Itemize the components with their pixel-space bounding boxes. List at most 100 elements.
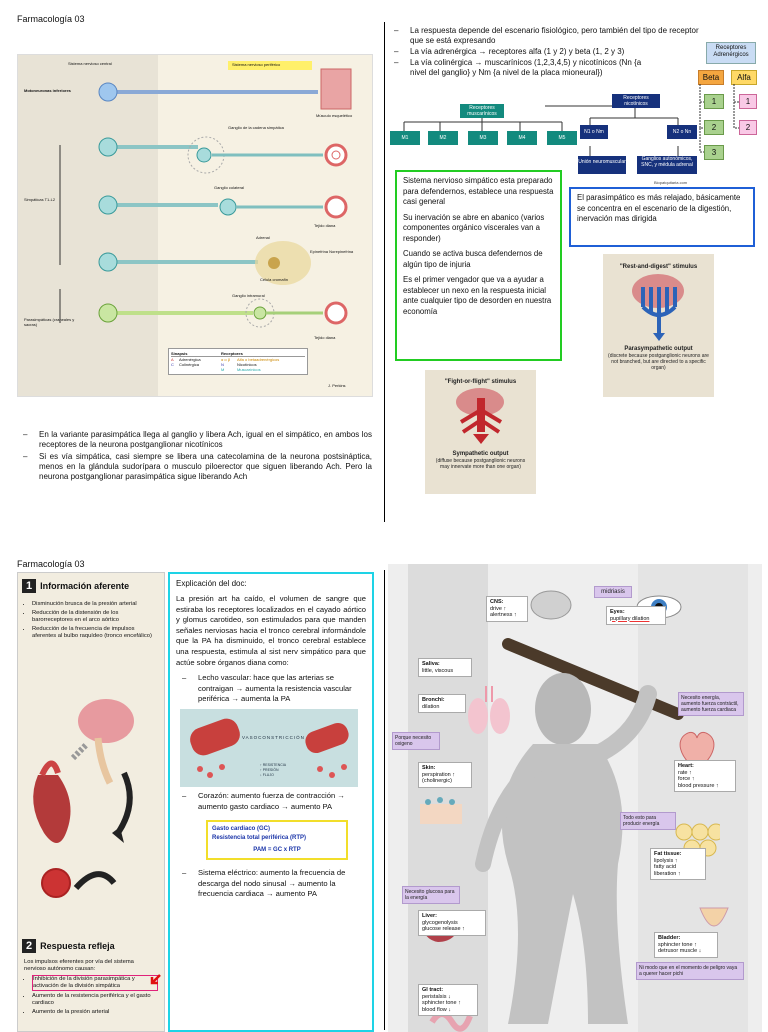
skin-icon — [420, 797, 462, 824]
section-1-title: Información aferente — [40, 581, 130, 591]
snp-label: Sistema nervioso periférico — [232, 62, 281, 67]
page-1: Farmacología 03 — [0, 0, 768, 540]
m3: M3 — [468, 131, 498, 145]
eyes-label: Eyes:pupillary dilation — [606, 606, 666, 625]
sympathetic-effects-illustration: midriasis CNS:drive ↑alertness ↑ Eyes:pu… — [388, 564, 762, 1032]
saliva-label: Saliva:little, viscous — [418, 658, 472, 677]
right-bullets: La respuesta depende del escenario fisio… — [388, 26, 708, 78]
green-note: Cuando se activa busca defendernos de al… — [403, 249, 543, 269]
adrenal-label: Adrenal — [256, 235, 270, 240]
autonomic-diagram: Sistema nervioso central Sistema nervios… — [17, 54, 373, 397]
list-item: Reducción de la distensión de los barorr… — [32, 610, 152, 624]
receptor-title: Receptores Adrenérgicos — [706, 42, 756, 64]
collateral-label: Ganglio colateral — [214, 185, 245, 190]
legend-row: M Muscarínicos — [221, 367, 261, 372]
list-item: Reducción de la frecuencia de impulsos a… — [32, 626, 152, 640]
energy-note: Necesito energía, aumento fuerza contrác… — [678, 692, 744, 716]
formula-box: Gasto cardiaco (GC) Resistencia total pe… — [206, 820, 348, 861]
lungs-icon — [468, 686, 510, 734]
list-item: Aumento de la presión arterial — [32, 1009, 158, 1016]
section-1-number: 1 — [22, 579, 37, 593]
chromaffin-label: Célula cromafín — [260, 277, 289, 282]
page-2: Farmacología 03 1 Información aferente D… — [0, 552, 768, 1032]
legend-col-synapse: Sinapsis — [171, 351, 188, 356]
page-header: Farmacología 03 — [17, 14, 85, 24]
explanation-box: Explicación del doc: La presión art ha c… — [168, 572, 374, 1032]
column-divider — [384, 22, 385, 522]
parasympathetic-note-box: El parasimpático es más relajado, básica… — [569, 187, 755, 247]
legend-col-receptors: Receptores — [221, 351, 243, 356]
target-label: Tejido diana — [314, 223, 336, 228]
m5: M5 — [547, 131, 577, 145]
musc-receptors: Receptores muscarínicos — [460, 104, 504, 118]
section-1-heading: 1 Información aferente — [22, 579, 129, 593]
alfa-1: 1 — [739, 94, 757, 109]
receptor-tree-lines — [699, 84, 739, 153]
alfa-2: 2 — [739, 120, 757, 135]
energy-production-note: Todo esto para producir energía — [620, 812, 676, 830]
n2-sub: Ganglios autonómicos, SNC, y médula adre… — [637, 156, 697, 174]
synapse-legend: Sinapsis Receptores A Adrenérgica α o β … — [168, 348, 308, 375]
vaso-label: VASOCONSTRICCIÓN — [242, 734, 305, 740]
section-2-title: Respuesta refleja — [40, 941, 115, 951]
bladder-icon — [699, 907, 729, 927]
beta-label: Beta — [698, 70, 724, 85]
scn-label: Sistema nervioso central — [68, 61, 112, 66]
cns-label: CNS:drive ↑alertness ↑ — [486, 596, 528, 622]
m1: M1 — [390, 131, 420, 145]
m2: M2 — [428, 131, 458, 145]
sympathetic-row-1 — [98, 136, 348, 174]
column-divider — [384, 570, 385, 1030]
intramural-label: Ganglio intramural — [232, 293, 265, 298]
parasymp-label: Parasimpáticas (craneales y sacras) — [24, 317, 75, 327]
mydriasis-note: midriasis — [594, 586, 632, 598]
muscle-label: Músculo esquelético — [316, 113, 353, 118]
oxygen-note: Porque necesito oxigeno — [392, 732, 440, 750]
heart-label: Heart:rate ↑force ↑blood pressure ↑ — [674, 760, 736, 792]
rest-digest-illustration: "Rest-and-digest" stimulus Parasympathet… — [603, 254, 714, 397]
section-2-number: 2 — [22, 939, 37, 953]
n1-sub: Unión neuromuscular — [578, 156, 626, 174]
bullet-item: La vía colinérgica → muscarínicos (1,2,3… — [388, 58, 645, 78]
left-bullets: En la variante parasimpática llega al ga… — [17, 430, 372, 482]
green-note: Sistema nervioso simpático esta preparad… — [403, 176, 554, 206]
nic-receptors: Receptores nicotínicos — [612, 94, 660, 108]
target-label-3: Tejido diana — [314, 335, 336, 340]
autonomic-diagram-svg — [18, 55, 352, 396]
rest-digest-output: Parasympathetic output — [624, 346, 693, 352]
fight-flight-title: "Fight-or-flight" stimulus — [444, 379, 517, 385]
explanation-bullets: Corazón: aumento fuerza de contracción →… — [176, 791, 366, 812]
sympathetic-notes-box: Sistema nervioso simpático esta preparad… — [395, 170, 562, 361]
fight-flight-desc: (diffuse because postganglionic neurons … — [435, 458, 526, 470]
green-note: Es el primer vengador que va a ayudar a … — [403, 275, 552, 316]
list-item: Aumento de la resistencia periférica y e… — [32, 993, 158, 1007]
figure-credit: J. Perkins — [328, 383, 346, 388]
explanation-paragraph: La presión art ha caído, el volumen de s… — [176, 594, 366, 667]
bladder-label: Bladder:sphincter tone ↑detrusor muscle … — [654, 932, 718, 958]
skin-label: Skin:perspiration ↑(cholinergic) — [418, 762, 472, 788]
list-item: Inhibición de la división parasimpática … — [32, 975, 158, 991]
bladder-note: Ni modo que en el momento de peligro vay… — [636, 962, 744, 980]
section-2-intro: Los impulsos eferentes por vía del siste… — [24, 959, 134, 972]
fight-flight-illustration: "Fight-or-flight" stimulus Sympathetic o… — [425, 370, 536, 494]
cholinergic-credit: Biopatquitaria.com — [654, 180, 688, 185]
bronchi-label: Bronchi:dilation — [418, 694, 466, 713]
section-2-list: Inhibición de la división parasimpática … — [22, 975, 158, 1016]
rest-digest-desc: (discrete because postganglionic neurons… — [608, 353, 709, 371]
bullet-item: En la variante parasimpática llega al ga… — [17, 430, 372, 450]
beta-2: 2 — [704, 120, 724, 135]
list-item: Disminución brusca de la presión arteria… — [32, 601, 152, 608]
gi-tract-label: GI tract:peristalsis ↓sphincter tone ↑bl… — [418, 984, 478, 1016]
section-2-heading: 2 Respuesta refleja — [22, 939, 115, 953]
beta-3: 3 — [704, 145, 724, 160]
explanation-bullets: Lecho vascular: hace que las arterias se… — [176, 673, 366, 705]
green-note: Su inervación se abre en abanico (varios… — [403, 212, 545, 243]
brain-icon — [530, 590, 572, 620]
legend-row: C Colinérgica N Nicotínicos — [171, 362, 257, 367]
sympathetic-row-3 — [98, 241, 311, 285]
brain-icon — [456, 388, 504, 444]
epi-label: Epinefrina Norepinefrina — [310, 249, 354, 254]
n2: N2 o Nn — [667, 125, 697, 139]
n1: N1 o Nm — [580, 125, 608, 139]
